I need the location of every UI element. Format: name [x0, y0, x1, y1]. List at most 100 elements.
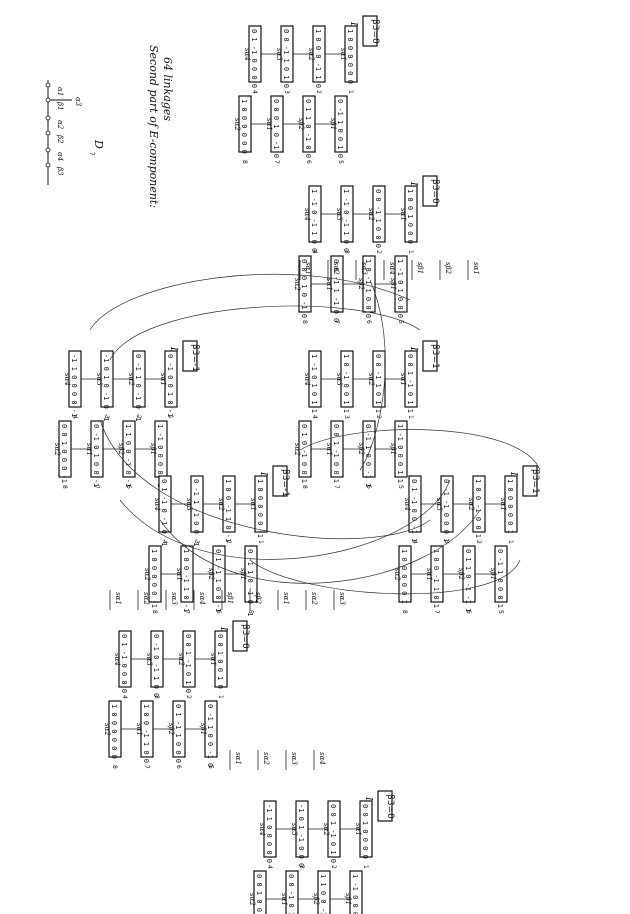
vector-text: 1 -1 0 0 0 0 0	[351, 874, 359, 914]
vector-text: 0 0 -1 1 -1 0 0	[332, 259, 340, 322]
vector-box	[158, 475, 172, 533]
vector-index: 6	[215, 610, 222, 614]
vector-text: 1 0 0 0 0 0 1	[506, 479, 514, 534]
vector-index: 1	[407, 415, 414, 419]
beta-box	[377, 790, 393, 822]
dynkin-sub: 7	[88, 152, 95, 156]
block-title: L	[258, 471, 268, 478]
vector-text: 0 1 -1 0 -1 0 -1	[160, 479, 168, 546]
vector-index: 4	[71, 415, 78, 419]
vector-index: 4	[121, 695, 128, 699]
op-arrow-label: sα2	[310, 592, 318, 605]
vector-box	[263, 800, 277, 858]
vector-text: 0 1 -1 1 0 0 0	[174, 704, 182, 763]
vector-index: 2	[315, 90, 322, 94]
vector-index: 4	[161, 540, 168, 544]
vector-text: 1 0 0 0 0 0 -1	[256, 479, 264, 538]
vector-text: 1 0 0 -1 0 0 1	[474, 479, 482, 538]
beta-box	[362, 15, 378, 47]
beta-label: β3=0	[240, 624, 250, 649]
vector-text: 1 -1 0 0 0 1 1	[396, 424, 404, 483]
vector-text: 0 1 -1 0 0 0 0	[250, 29, 258, 88]
vector-text: 0 -1 0 -1 1 0 0	[152, 634, 160, 697]
dynkin-node-label: α1	[56, 87, 64, 96]
op-arrow-label: sα1	[234, 752, 242, 765]
op-label: sα3	[335, 373, 343, 386]
vector-index: 1	[257, 540, 264, 544]
op-label: sα2	[367, 373, 375, 386]
vector-text: 0 1 1 0 -1 0 0	[304, 99, 312, 158]
dynkin-node-label: α2	[56, 120, 64, 130]
vector-index: 7	[333, 320, 340, 324]
op-label: sα2	[293, 278, 301, 291]
op-label: sα4	[303, 208, 311, 221]
vector-index: 4	[311, 415, 318, 419]
caption-line2: 64 linkages	[161, 57, 174, 121]
vector-index: 3	[103, 415, 110, 419]
vector-text: 1 1 0 0 -1 0 -1	[124, 424, 132, 487]
op-arrow-label: sα3	[360, 262, 368, 275]
vector-index: 5	[497, 610, 504, 614]
vector-index: 8	[301, 485, 308, 489]
block-title: L	[408, 181, 418, 188]
vector-index: 1	[217, 695, 224, 699]
beta-label: β3=0	[430, 179, 440, 204]
block-title: L	[363, 796, 373, 803]
linkage-curve	[119, 479, 451, 560]
vector-index: 4	[266, 865, 273, 869]
op-label: sα2	[233, 118, 241, 131]
vector-text: 0 1 1 0 -1 -1 1	[464, 549, 472, 612]
vector-text: 0 0 1 0 0 0 0	[361, 804, 369, 859]
op-label: sα2	[177, 653, 185, 666]
vector-text: 1 1 0 0 -1 0 0	[319, 874, 327, 914]
beta-box	[422, 175, 438, 207]
dynkin-node-label: β1	[56, 101, 64, 111]
vector-text: 0 0 0 1 0 -1 0	[272, 99, 280, 158]
vector-index: 7	[433, 610, 440, 614]
vector-text: 1 0 0 0 0 0 -1	[150, 549, 158, 608]
dynkin-node-label: β2	[56, 134, 64, 144]
op-label: sα4	[243, 48, 251, 61]
op-arrow-label: sβ1	[226, 592, 234, 604]
vector-index: 5	[247, 610, 254, 614]
beta-label: β3=0	[370, 19, 380, 44]
op-label: sα2	[307, 48, 315, 61]
vector-index: 1	[347, 90, 354, 94]
vector-text: 0 -1 1 0 0 -1 0	[206, 704, 214, 767]
vector-text: 0 -1 -1 0 0 0 1	[442, 479, 450, 542]
dynkin-node	[45, 162, 51, 168]
vector-index: 5	[397, 485, 404, 489]
vector-index: 1	[167, 415, 174, 419]
vector-text: 0 -1 0 1 0 0 -1	[92, 424, 100, 487]
beta-label: β3=-1	[280, 469, 290, 497]
vector-index: 8	[241, 160, 248, 164]
vector-index: 3	[343, 415, 350, 419]
beta-label: β3=-1	[190, 344, 200, 372]
dynkin-node	[45, 115, 51, 121]
op-arrow-label: sα4	[388, 262, 396, 275]
vector-text: 1 0 0 0 0 0 0	[110, 704, 118, 759]
vector-text: 0 0 1 -1 0 1 0	[329, 804, 337, 863]
